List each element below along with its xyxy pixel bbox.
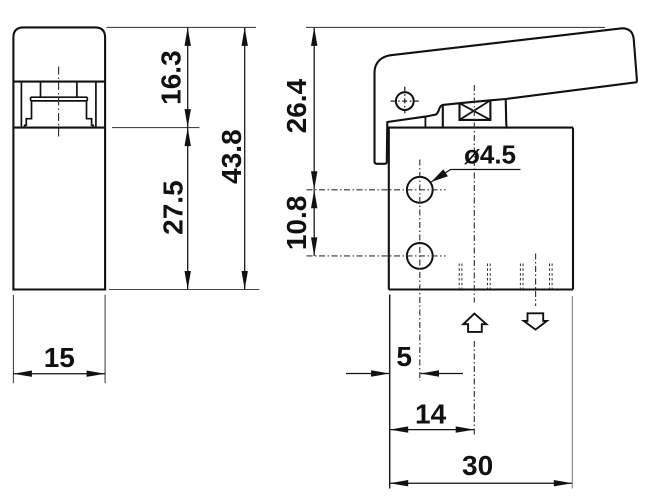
svg-text:26.4: 26.4	[281, 78, 312, 133]
svg-text:10.8: 10.8	[281, 196, 312, 251]
svg-text:27.5: 27.5	[158, 180, 189, 235]
svg-text:14: 14	[415, 398, 447, 429]
svg-text:5: 5	[396, 341, 412, 372]
svg-text:30: 30	[462, 450, 493, 481]
svg-text:15: 15	[44, 342, 75, 373]
svg-text:ø4.5: ø4.5	[464, 140, 516, 170]
svg-text:43.8: 43.8	[216, 129, 247, 184]
svg-text:16.3: 16.3	[156, 50, 187, 105]
